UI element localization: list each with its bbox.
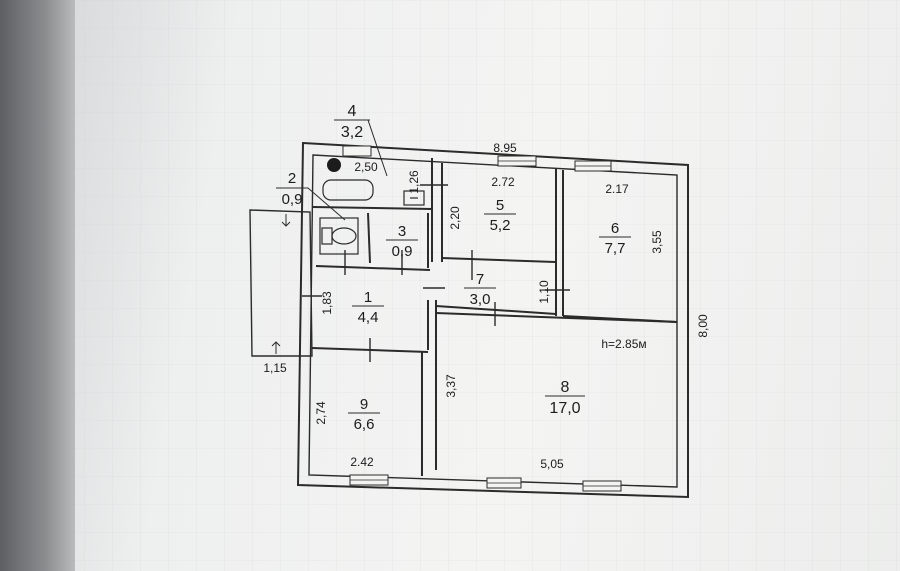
dim-room1-depth: 1,83 [320,291,334,315]
room-4-number: 4 [348,103,357,120]
toilet-icon [319,217,359,255]
room-1-area: 4,4 [358,309,379,326]
sink-icon [403,190,425,206]
boiler-icon [327,158,341,172]
arrow-porch-top [281,214,291,227]
dim-room9-width: 2.42 [350,455,374,469]
room-7-area: 3,0 [470,291,491,308]
room-3-number: 3 [398,223,406,240]
dim-room9-depth: 2,74 [314,401,328,425]
dim-room6-depth: 3,55 [650,230,664,254]
dim-room8-width: 5,05 [540,457,564,471]
room-9-number: 9 [360,396,368,413]
dim-room5-depth: 2,20 [448,206,462,230]
room-9-area: 6,6 [354,416,375,433]
wall-wc-bottom [315,265,431,271]
outer-wall [296,141,689,499]
dim-room5-width: 2.72 [491,175,515,189]
grid-background [75,0,900,571]
page-edge-shadow [0,0,75,571]
room-2-number: 2 [288,170,296,187]
room-2-area: 0,9 [282,191,303,208]
wall-room5-bottom [441,257,556,263]
dim-overall-width: 8.95 [493,141,517,155]
room-7-number: 7 [476,271,484,288]
wall-room4-bottom [312,206,433,210]
dim-porch-width: 1,15 [263,361,287,375]
dim-room6-width: 2.17 [605,182,629,196]
room-8-number: 8 [561,379,570,396]
dim-ceiling-height: h=2.85м [601,337,646,351]
room-5-area: 5,2 [490,217,511,234]
bathtub-icon [322,179,374,201]
dim-room4-depth: 1,26 [407,170,421,194]
dim-room7-depth: 1,10 [537,280,551,304]
room-8-area: 17,0 [549,400,580,417]
room-3-area: 0,9 [392,243,413,260]
dim-room8-depth: 3,37 [444,374,458,398]
window-bath [342,145,372,157]
room-1-number: 1 [364,289,372,306]
porch-outline [249,209,313,357]
dim-room4-width: 2,50 [354,160,378,174]
wall-room2-right [367,212,371,264]
wall-room8-top [435,312,678,323]
room-6-area: 7,7 [605,240,626,257]
arrow-porch-bottom [271,341,281,354]
wall-room7-bottom [435,305,557,315]
room-4-area: 3,2 [341,124,363,141]
room-5-number: 5 [496,197,504,214]
room-6-number: 6 [611,220,619,237]
dim-overall-depth: 8,00 [696,314,710,338]
